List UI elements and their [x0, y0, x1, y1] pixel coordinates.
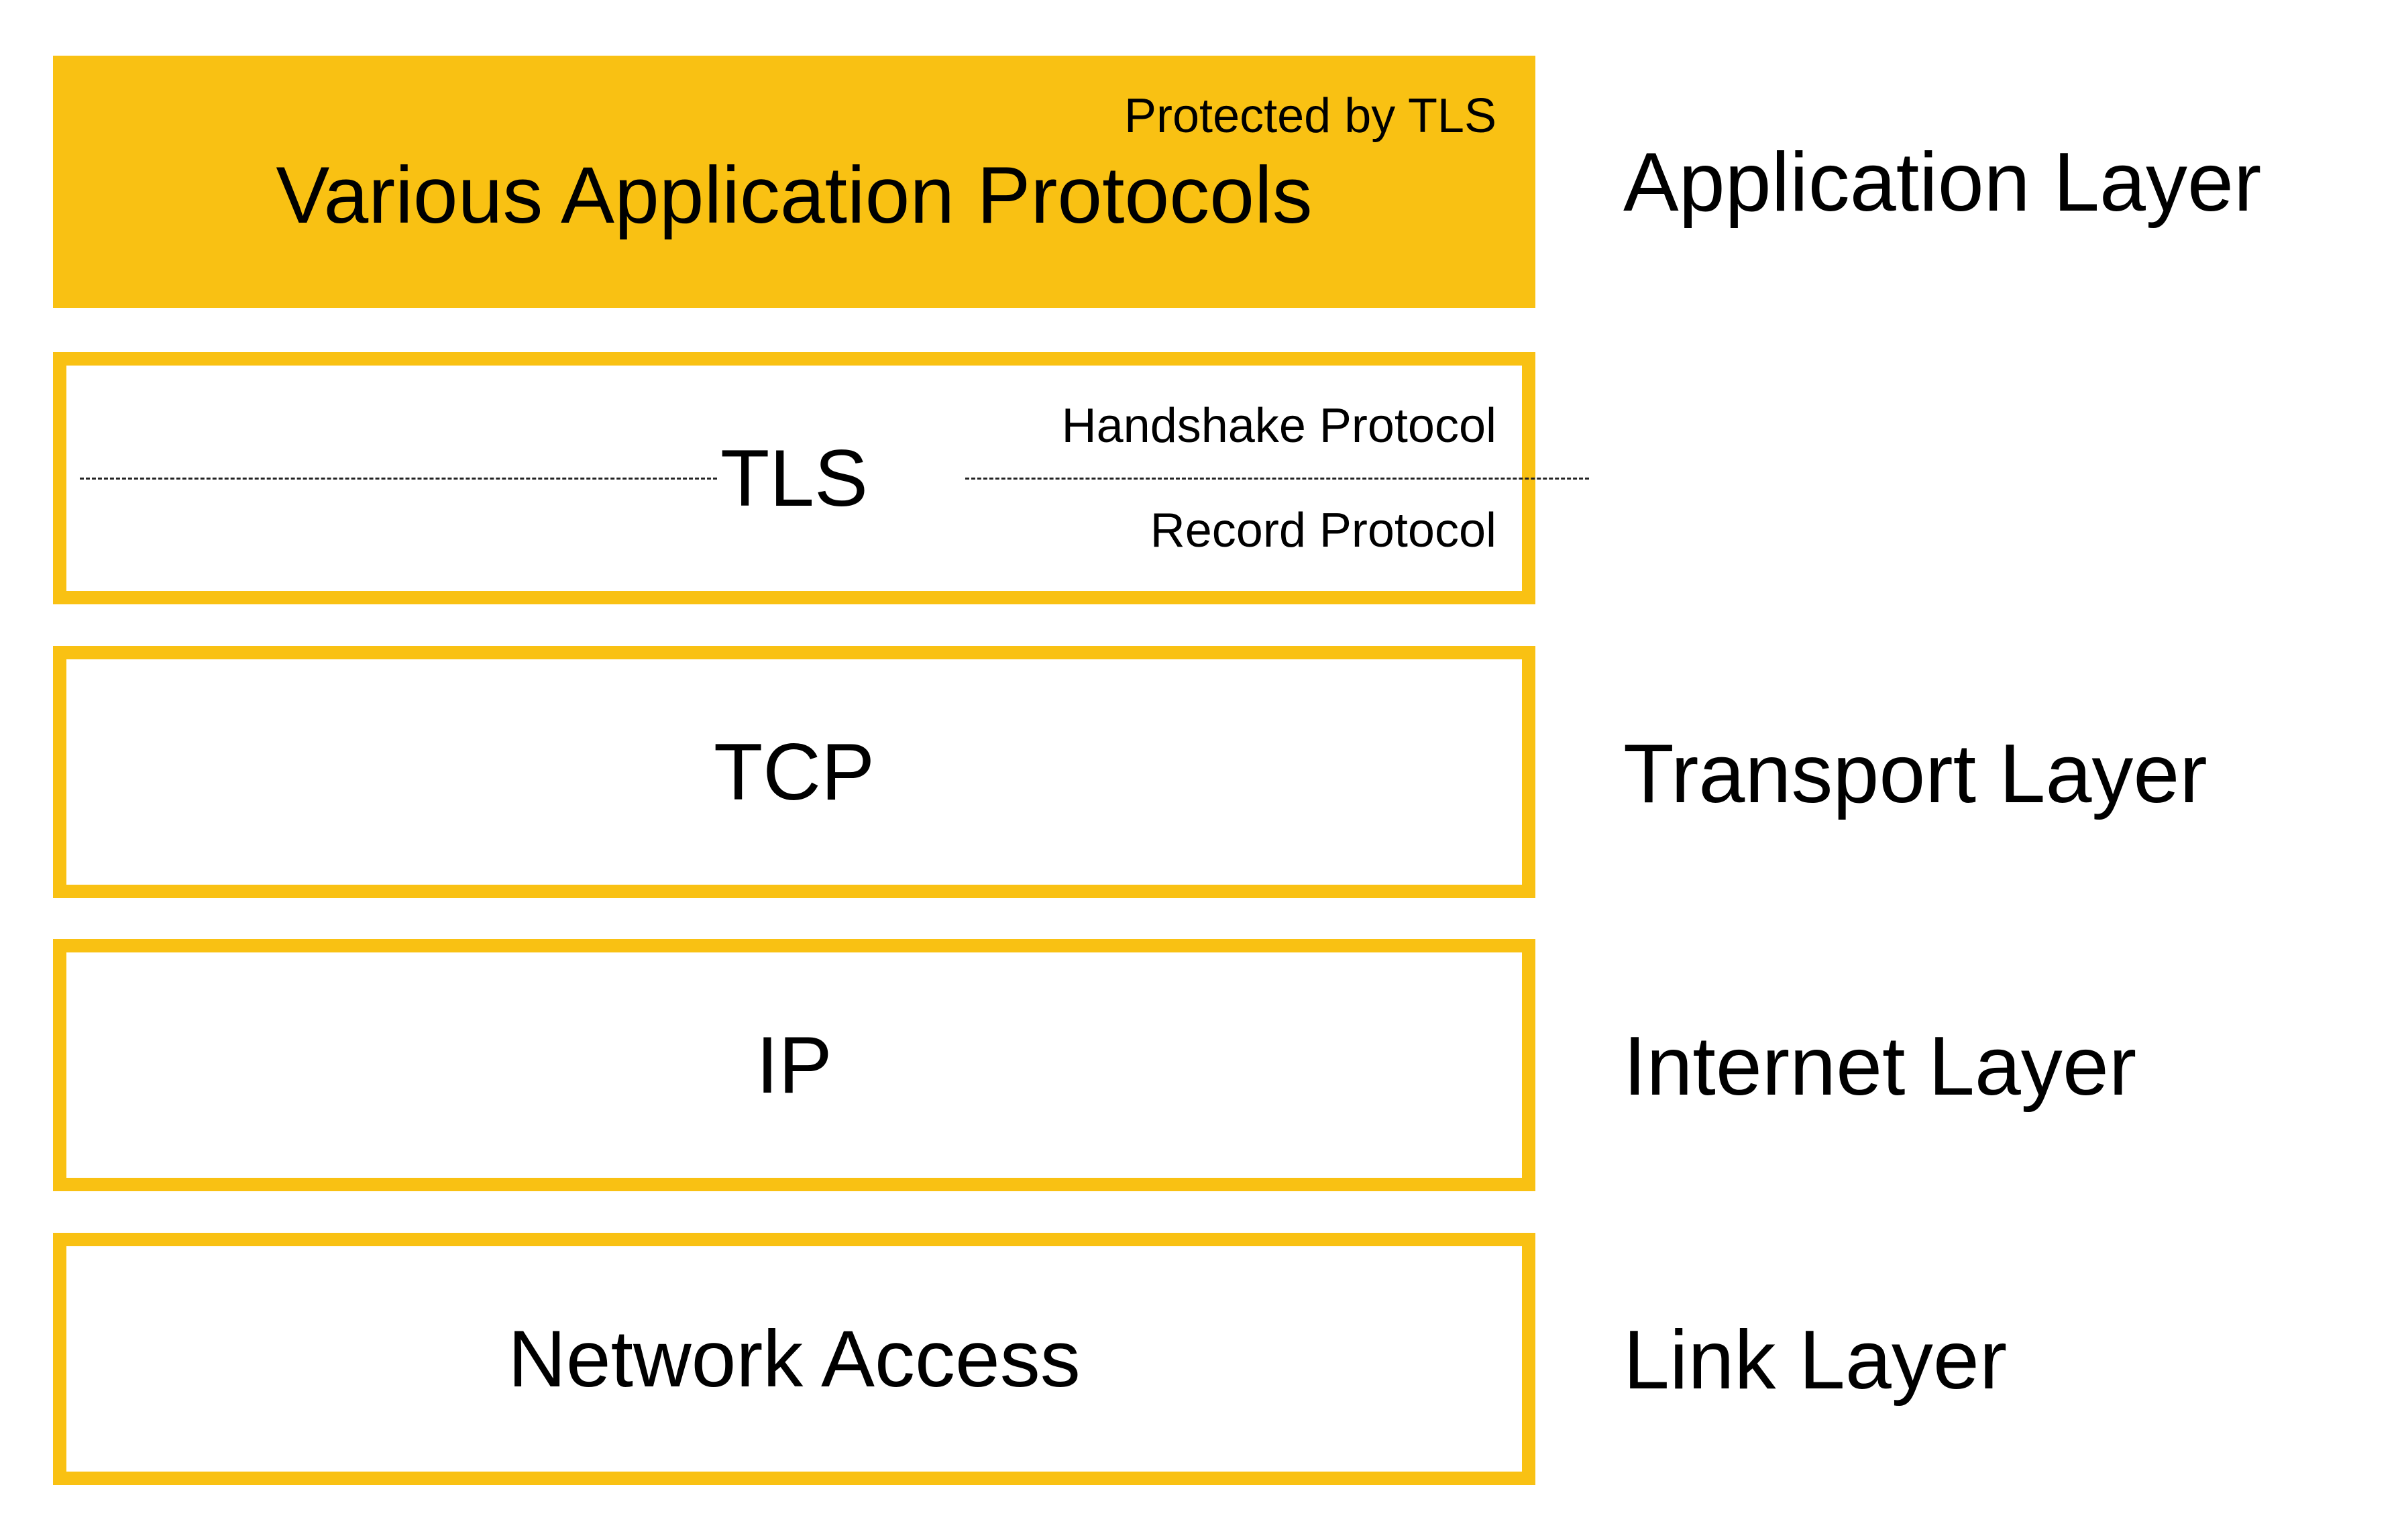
network-access-box: Network Access [53, 1233, 1535, 1485]
tls-box: Handshake Protocol TLS Record Protocol [53, 352, 1589, 604]
network-access-title: Network Access [508, 1314, 1081, 1404]
application-layer-label: Application Layer [1623, 136, 2262, 229]
link-layer-label: Link Layer [1623, 1314, 2008, 1407]
tls-divider-left [80, 478, 717, 480]
application-protocols-box: Protected by TLS Various Application Pro… [53, 56, 1535, 308]
internet-layer-label: Internet Layer [1623, 1020, 2137, 1113]
ip-title: IP [756, 1020, 832, 1110]
ip-box: IP [53, 939, 1535, 1191]
record-protocol-note: Record Protocol [1150, 504, 1496, 557]
tls-title: TLS [720, 433, 869, 523]
transport-layer-label: Transport Layer [1623, 728, 2207, 820]
protected-by-tls-note: Protected by TLS [1124, 89, 1496, 143]
handshake-protocol-note: Handshake Protocol [1061, 399, 1496, 453]
tls-divider-right [965, 478, 1589, 480]
application-protocols-title: Various Application Protocols [276, 150, 1313, 241]
tcp-title: TCP [714, 727, 875, 817]
tcp-box: TCP [53, 646, 1535, 898]
